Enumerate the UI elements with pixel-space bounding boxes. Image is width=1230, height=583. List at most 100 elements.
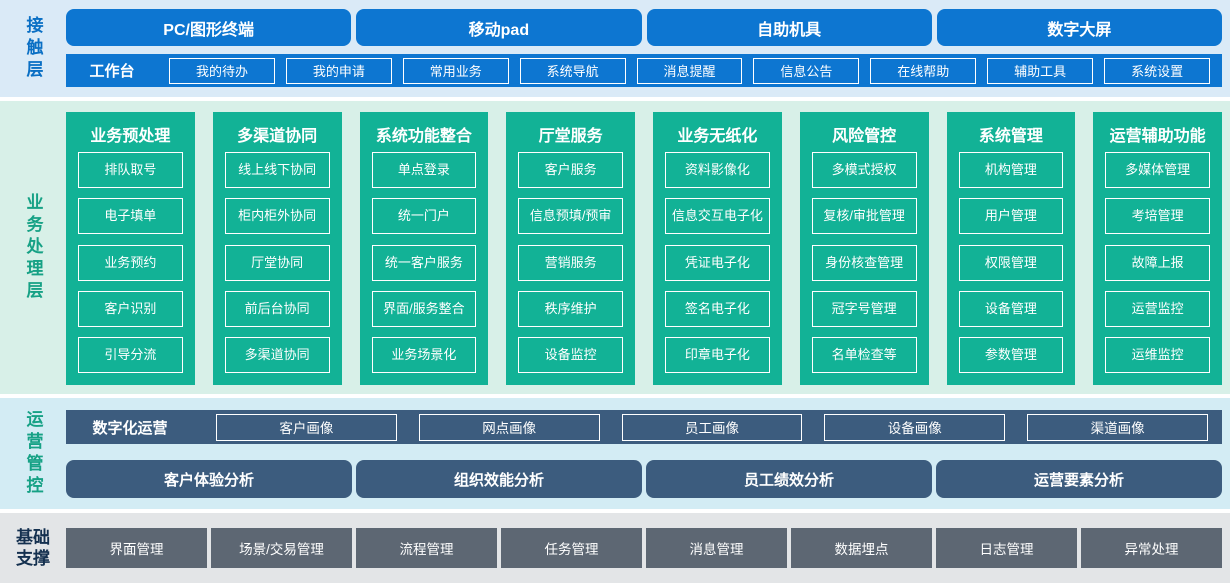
- business-item: 资料影像化: [665, 152, 770, 188]
- business-item: 考培管理: [1105, 198, 1210, 235]
- business-item: 电子填单: [78, 198, 183, 235]
- workbench-item: 消息提醒: [636, 57, 743, 84]
- foundation-item: 数据埋点: [791, 528, 932, 568]
- foundation-item: 日志管理: [936, 528, 1077, 568]
- terminal-mobile-pad: 移动pad: [356, 9, 642, 46]
- business-item: 凭证电子化: [665, 244, 770, 281]
- analysis-item: 客户体验分析: [66, 460, 352, 498]
- business-item: 统一客户服务: [371, 244, 477, 281]
- business-column-title: 厅堂服务: [538, 128, 603, 145]
- foundation-layer-body: 界面管理 场景/交易管理 流程管理 任务管理 消息管理 数据埋点 日志管理 异常…: [66, 513, 1230, 583]
- terminal-self-service: 自助机具: [646, 9, 932, 46]
- business-item: 客户服务: [518, 152, 623, 188]
- business-column-items: 多媒体管理 考培管理 故障上报 运营监控 运维监控: [1105, 152, 1210, 373]
- business-item: 名单检查等: [811, 337, 917, 373]
- business-item: 设备监控: [518, 337, 623, 373]
- business-column-items: 线上线下协同 柜内柜外协同 厅堂协同 前后台协同 多渠道协同: [224, 152, 330, 373]
- business-column: 厅堂服务 客户服务 信息预填/预审 营销服务 秩序维护 设备监控: [506, 112, 635, 385]
- business-layer-section: 业务处理层 业务预处理 排队取号 电子填单 业务预约 客户识别 引导分流 多渠道…: [0, 101, 1230, 394]
- business-item: 业务场景化: [371, 337, 477, 373]
- business-item: 多模式授权: [811, 152, 917, 188]
- business-item: 故障上报: [1105, 244, 1210, 281]
- business-item: 机构管理: [958, 152, 1064, 188]
- business-column-title: 系统管理: [978, 128, 1043, 145]
- business-item: 统一门户: [371, 198, 477, 235]
- business-column: 多渠道协同 线上线下协同 柜内柜外协同 厅堂协同 前后台协同 多渠道协同: [212, 112, 342, 385]
- business-column: 风险管控 多模式授权 复核/审批管理 身份核查管理 冠字号管理 名单检查等: [799, 112, 929, 385]
- business-item: 界面/服务整合: [371, 290, 477, 327]
- foundation-item: 异常处理: [1081, 528, 1222, 568]
- workbench-bar: 工作台 我的待办 我的申请 常用业务 系统导航 消息提醒 信息公告 在线帮助 辅…: [66, 54, 1222, 87]
- contact-layer-body: PC/图形终端 移动pad 自助机具 数字大屏 工作台 我的待办 我的申请 常用…: [66, 0, 1230, 97]
- business-item: 客户识别: [78, 290, 183, 327]
- contact-layer-label-col: 接触层: [0, 0, 66, 97]
- business-column-items: 客户服务 信息预填/预审 营销服务 秩序维护 设备监控: [518, 152, 623, 373]
- terminal-digital-screen: 数字大屏: [936, 9, 1222, 46]
- analysis-row: 客户体验分析 组织效能分析 员工绩效分析 运营要素分析: [66, 460, 1222, 498]
- business-item: 复核/审批管理: [811, 198, 917, 235]
- workbench-item: 信息公告: [753, 57, 860, 84]
- foundation-item: 流程管理: [356, 528, 497, 568]
- workbench-item: 系统导航: [519, 57, 626, 84]
- business-item: 多媒体管理: [1105, 152, 1210, 188]
- business-item: 参数管理: [958, 337, 1064, 373]
- foundation-layer-section: 基础支撑 界面管理 场景/交易管理 流程管理 任务管理 消息管理 数据埋点 日志…: [0, 513, 1230, 583]
- business-column: 系统功能整合 单点登录 统一门户 统一客户服务 界面/服务整合 业务场景化: [359, 112, 489, 385]
- analysis-item: 组织效能分析: [356, 460, 642, 498]
- business-item: 柜内柜外协同: [224, 198, 330, 235]
- business-column-title: 运营辅助功能: [1109, 128, 1206, 145]
- business-item: 身份核查管理: [811, 244, 917, 281]
- business-column-items: 机构管理 用户管理 权限管理 设备管理 参数管理: [958, 152, 1064, 373]
- business-column-title: 业务无纸化: [677, 128, 758, 145]
- foundation-layer-label-col: 基础支撑: [0, 513, 66, 583]
- business-item: 运营监控: [1105, 290, 1210, 327]
- operations-layer-label: 运营管控: [23, 409, 43, 498]
- business-column-title: 系统功能整合: [375, 128, 472, 145]
- business-item: 营销服务: [518, 244, 623, 281]
- business-column-items: 多模式授权 复核/审批管理 身份核查管理 冠字号管理 名单检查等: [811, 152, 917, 373]
- business-column-title: 业务预处理: [90, 128, 171, 145]
- business-column-items: 排队取号 电子填单 业务预约 客户识别 引导分流: [78, 152, 183, 373]
- foundation-item: 场景/交易管理: [211, 528, 352, 568]
- business-column-title: 风险管控: [832, 128, 897, 145]
- workbench-item: 常用业务: [402, 57, 509, 84]
- business-column: 业务预处理 排队取号 电子填单 业务预约 客户识别 引导分流: [66, 112, 195, 385]
- workbench-item: 我的申请: [285, 57, 392, 84]
- workbench-item: 系统设置: [1104, 57, 1211, 84]
- foundation-item: 任务管理: [501, 528, 642, 568]
- business-item: 运维监控: [1105, 337, 1210, 373]
- workbench-item: 我的待办: [169, 57, 275, 84]
- business-layer-label-col: 业务处理层: [0, 101, 66, 394]
- analysis-item: 运营要素分析: [936, 460, 1222, 498]
- business-item: 业务预约: [78, 244, 183, 281]
- terminal-row: PC/图形终端 移动pad 自助机具 数字大屏: [66, 9, 1222, 46]
- business-item: 信息交互电子化: [665, 198, 770, 235]
- foundation-layer-label: 基础支撑: [16, 527, 50, 568]
- business-item: 用户管理: [958, 198, 1064, 235]
- digital-ops-item: 渠道画像: [1027, 413, 1208, 441]
- business-item: 线上线下协同: [224, 152, 330, 188]
- terminal-pc: PC/图形终端: [66, 9, 352, 46]
- business-layer-body: 业务预处理 排队取号 电子填单 业务预约 客户识别 引导分流 多渠道协同 线上线…: [66, 101, 1230, 394]
- business-item: 签名电子化: [665, 290, 770, 327]
- business-column-items: 资料影像化 信息交互电子化 凭证电子化 签名电子化 印章电子化: [665, 152, 770, 373]
- workbench-item: 在线帮助: [870, 57, 977, 84]
- business-item: 多渠道协同: [224, 337, 330, 373]
- operations-layer-label-col: 运营管控: [0, 398, 66, 509]
- digital-ops-item: 客户画像: [216, 413, 397, 441]
- business-item: 厅堂协同: [224, 244, 330, 281]
- foundation-item: 消息管理: [646, 528, 787, 568]
- business-item: 权限管理: [958, 244, 1064, 281]
- contact-layer-section: 接触层 PC/图形终端 移动pad 自助机具 数字大屏 工作台 我的待办 我的申…: [0, 0, 1230, 97]
- business-item: 前后台协同: [224, 290, 330, 327]
- digital-ops-item: 网点画像: [418, 413, 600, 441]
- business-item: 秩序维护: [518, 290, 623, 327]
- workbench-label: 工作台: [89, 63, 135, 80]
- business-item: 设备管理: [958, 290, 1064, 327]
- business-item: 排队取号: [78, 152, 183, 188]
- business-item: 印章电子化: [665, 337, 770, 373]
- foundation-item: 界面管理: [66, 528, 207, 568]
- business-column-title: 多渠道协同: [237, 128, 318, 145]
- business-column: 业务无纸化 资料影像化 信息交互电子化 凭证电子化 签名电子化 印章电子化: [653, 112, 782, 385]
